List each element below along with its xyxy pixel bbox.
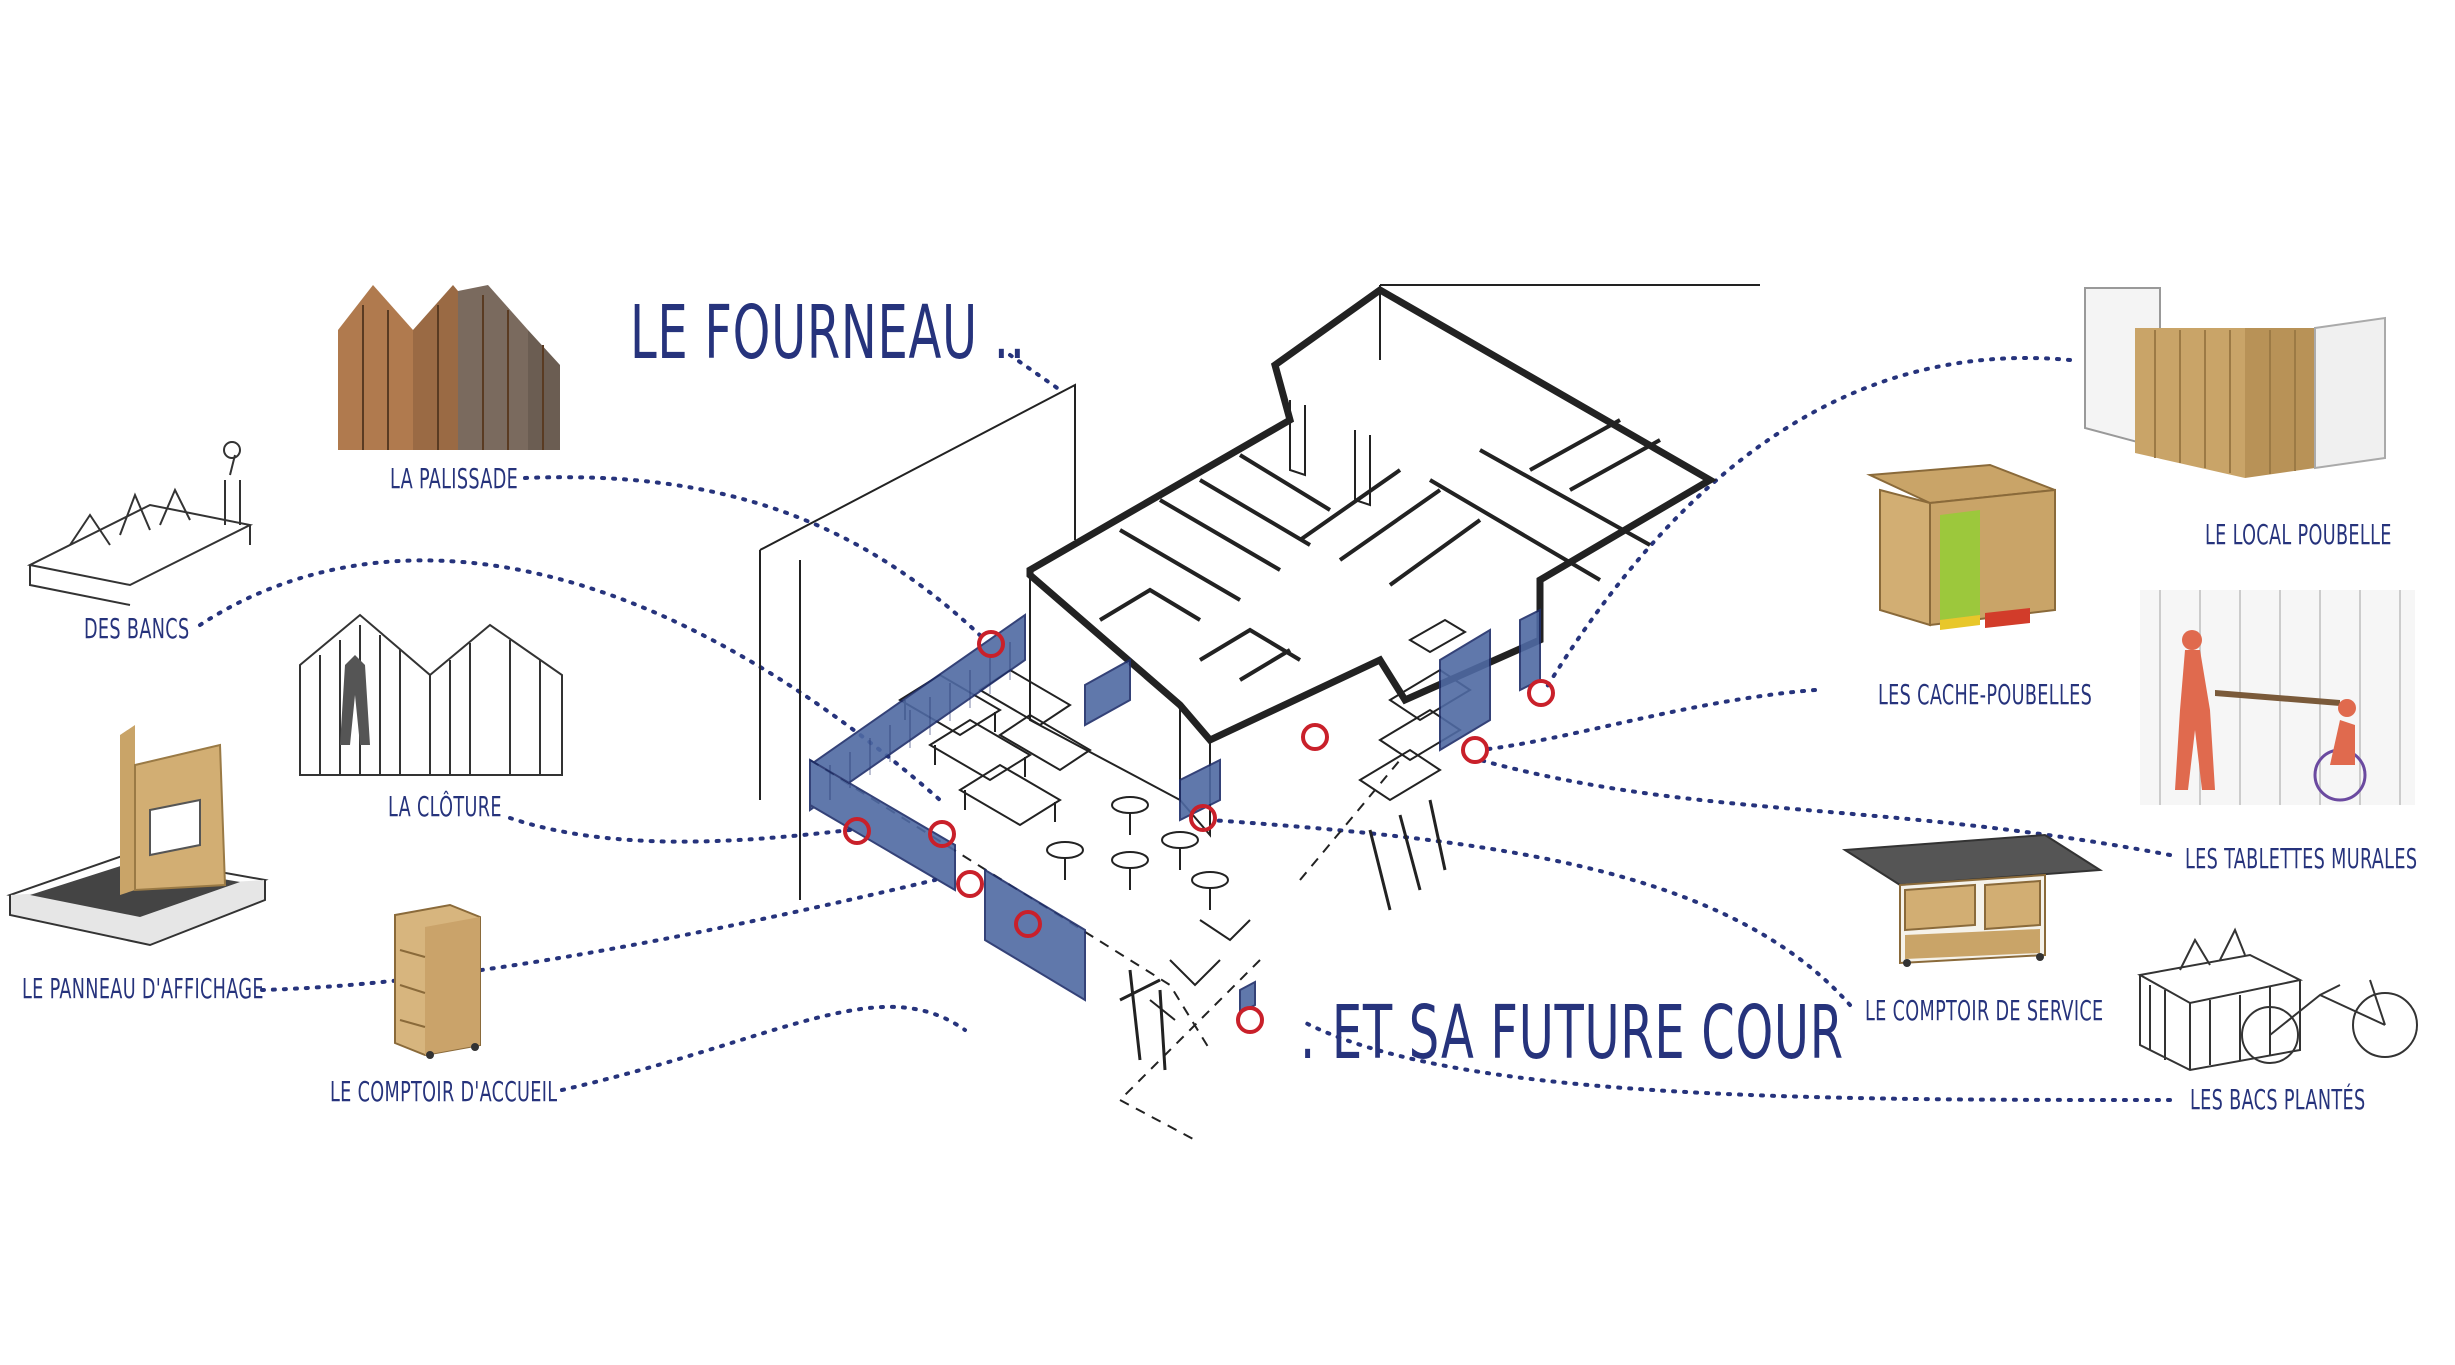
- label-local-poubelle: LE LOCAL POUBELLE: [2205, 518, 2392, 551]
- panneau-thumbnail: [6, 725, 269, 947]
- connector-title: [1008, 353, 1062, 392]
- label-comptoir-service: LE COMPTOIR DE SERVICE: [1865, 994, 2104, 1027]
- comptoir-service-thumbnail: [1841, 833, 2104, 967]
- comptoir-accueil-thumbnail: [394, 903, 481, 1059]
- connector-bancs: [198, 558, 942, 802]
- connector-tablettes: [1478, 758, 2172, 857]
- connector-comptoir-service: [1208, 818, 1852, 1007]
- connector-panneau: [260, 878, 937, 992]
- label-cache-poubelles: LES CACHE-POUBELLES: [1878, 678, 2093, 711]
- connector-bacs: [1298, 1018, 2172, 1102]
- tablettes-thumbnail: [2140, 590, 2415, 805]
- cache-poubelles-thumbnail: [1866, 463, 2056, 630]
- label-palissade: LA PALISSADE: [390, 462, 519, 495]
- label-cloture: LA CLÔTURE: [388, 790, 502, 823]
- connector-cloture: [508, 816, 852, 844]
- label-comptoir-accueil: LE COMPTOIR D'ACCUEIL: [330, 1075, 558, 1108]
- palissade-thumbnail: [338, 285, 560, 450]
- local-poubelle-thumbnail: [2084, 287, 2386, 478]
- label-panneau: LE PANNEAU D'AFFICHAGE: [22, 972, 264, 1005]
- connector-palissade: [523, 475, 987, 642]
- sub-title: . ET SA FUTURE COUR: [1300, 990, 1844, 1076]
- connector-local-poubelle: [1543, 356, 2072, 692]
- bancs-thumbnail: [26, 441, 254, 606]
- bacs-thumbnail: [2137, 927, 2418, 1072]
- label-bacs: LES BACS PLANTÉS: [2190, 1083, 2366, 1116]
- main-title: LE FOURNEAU ..: [630, 290, 1026, 376]
- cloture-thumbnail: [299, 613, 563, 776]
- label-bancs: DES BANCS: [84, 612, 190, 645]
- label-tablettes: LES TABLETTES MURALES: [2185, 842, 2418, 875]
